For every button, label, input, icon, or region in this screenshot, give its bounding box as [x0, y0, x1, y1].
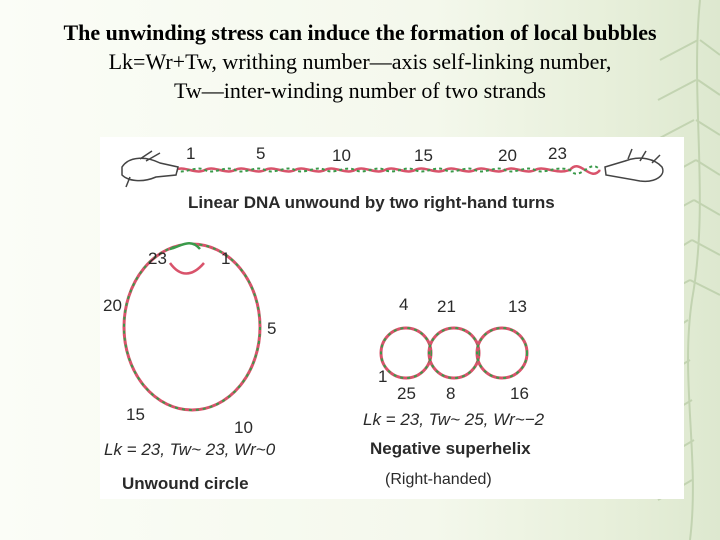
- circle-linking-formula: Lk = 23, Tw~ 23, Wr~0: [104, 440, 276, 459]
- superhelix-number-8: 8: [446, 384, 455, 403]
- circle-caption: Unwound circle: [122, 474, 249, 493]
- circle-number-5: 5: [267, 319, 276, 338]
- superhelix-linking-formula: Lk = 23, Tw~ 25, Wr~−2: [363, 410, 545, 429]
- title-line-1: The unwinding stress can induce the form…: [63, 20, 657, 45]
- superhelix-number-13: 13: [508, 297, 527, 316]
- superhelix-number-4: 4: [399, 295, 408, 314]
- linear-number-15: 15: [414, 146, 433, 165]
- linear-number-23: 23: [548, 144, 567, 163]
- circle-bubble-red: [168, 262, 205, 275]
- title-line-3: Tw—inter-winding number of two strands: [174, 78, 546, 103]
- title-line-2: Lk=Wr+Tw, writhing number—axis self-link…: [108, 49, 612, 74]
- linear-number-20: 20: [498, 146, 517, 165]
- superhelix-loops: [379, 326, 529, 380]
- right-hand-icon: [604, 148, 664, 183]
- superhelix-number-16: 16: [510, 384, 529, 403]
- linear-dna-strands: [174, 165, 601, 175]
- superhelix-number-21: 21: [437, 297, 456, 316]
- linear-dna-caption: Linear DNA unwound by two right-hand tur…: [188, 193, 555, 212]
- circle-number-10: 10: [234, 418, 253, 437]
- circle-bubble-green: [169, 241, 201, 251]
- circle-strand-a: [122, 242, 262, 412]
- slide-title: The unwinding stress can induce the form…: [0, 18, 720, 105]
- linear-strand-a: [174, 165, 601, 175]
- superhelix-subcaption: (Right-handed): [385, 471, 492, 488]
- circle-number-15: 15: [126, 405, 145, 424]
- superhelix-number-25: 25: [397, 384, 416, 403]
- figure-svg: 1 5 10 15 20 23 Linear DNA unwound by tw…: [103, 144, 664, 493]
- linear-number-5: 5: [256, 144, 265, 163]
- unwound-circle: [122, 241, 262, 412]
- circle-number-1: 1: [221, 249, 230, 268]
- circle-number-23: 23: [148, 249, 167, 268]
- superhelix-caption: Negative superhelix: [370, 439, 531, 458]
- superhelix-loop-2-b: [428, 327, 480, 379]
- left-hand-icon: [121, 150, 179, 188]
- circle-number-20: 20: [103, 296, 122, 315]
- superhelix-loop-1-b: [380, 327, 432, 379]
- superhelix-number-1: 1: [378, 367, 387, 386]
- superhelix-loop-3-b: [476, 327, 528, 379]
- circle-strand-b: [123, 243, 261, 411]
- dna-supercoiling-figure: 1 5 10 15 20 23 Linear DNA unwound by tw…: [100, 137, 684, 499]
- linear-number-10: 10: [332, 146, 351, 165]
- linear-number-1: 1: [186, 144, 195, 163]
